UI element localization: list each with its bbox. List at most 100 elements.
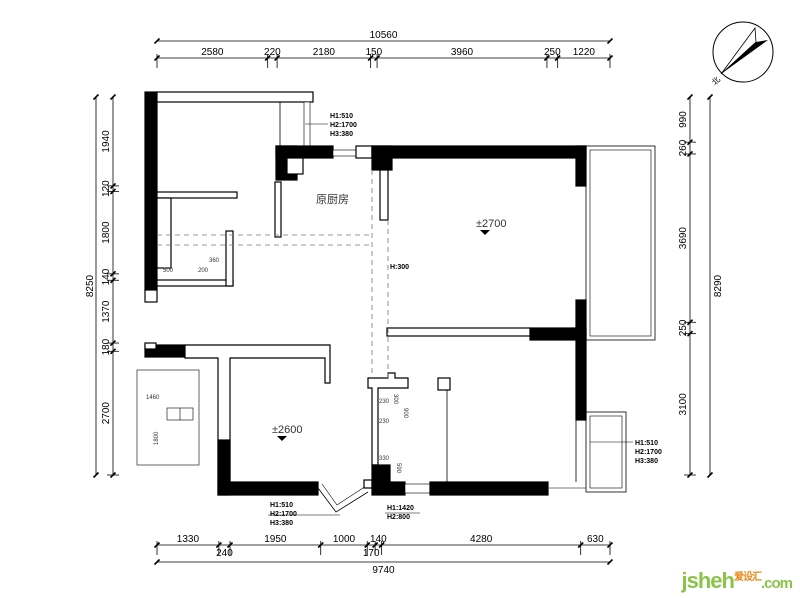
window-note: H2:1700 [270,511,297,518]
dimension-label: 2180 [313,47,336,58]
beam-lines [157,170,389,378]
dimension-label: 120 [101,180,112,197]
wall [575,299,587,421]
column [144,342,157,350]
dimension-label: 4280 [470,534,493,545]
dimension-labels: 2580 220 2180 150 3960 250 1220 10560 1330 240 195… [85,30,724,576]
dimension-label: 630 [587,534,604,545]
wall [144,91,158,291]
column [355,145,373,159]
window-note: H3:380 [330,131,353,138]
dimension-lines [92,37,714,566]
logo-cn: 爱设汇 [733,572,762,583]
compass-label: 北 [710,75,722,87]
small-dim: 590 [395,463,401,474]
wall [371,464,391,496]
total-dimension: 8290 [713,274,724,297]
wall [529,327,587,341]
wall [389,481,406,496]
dimension-label: 260 [678,139,689,156]
level-marker-icon [480,230,490,235]
wall [371,145,393,171]
dimension-label: 180 [101,338,112,355]
window-note: H3:380 [270,520,293,527]
window [404,483,431,494]
dimension-label: 1000 [333,534,356,545]
window-note: H3:380 [635,458,658,465]
room-label-kitchen: 原厨房 [316,193,349,206]
dimension-label: 150 [366,47,383,58]
balcony [585,411,627,493]
wall [371,145,587,159]
dimension-label: 3960 [451,47,474,58]
walls [136,91,656,513]
bay-window [317,487,369,513]
small-dim: 500 [163,268,174,274]
dimension-label: 250 [678,319,689,336]
total-dimension: 10560 [370,30,398,41]
logo-main: jsheh [681,568,735,593]
level-bedroom: ±2600 [272,424,303,436]
level-living: ±2700 [476,218,507,230]
window-note: H2:1700 [330,122,357,129]
bay-window [321,483,367,506]
level-marker-icon [277,436,287,441]
small-dim: 230 [379,419,390,425]
dimension-label: 1220 [573,47,596,58]
wall [156,197,172,269]
dimension-label: 240 [216,548,233,559]
dimension-label: 2580 [201,47,224,58]
wall [184,344,331,483]
wall [225,230,234,287]
window-notes: H1:510H2:1700H3:380H1:510H2:1700H3:380H1… [268,113,662,527]
total-dimension: 9740 [372,565,395,576]
balcony [585,145,656,341]
beam-note: H:300 [390,264,409,271]
dimension-label: 1950 [264,534,287,545]
dimension-label: 1370 [101,300,112,323]
wall [274,181,282,238]
total-dimension: 8250 [85,274,96,297]
wall [156,191,238,199]
small-dim: 1460 [146,395,160,401]
wall [386,327,531,337]
wall [429,481,549,496]
bed [136,369,200,466]
site-logo: jsheh爱设汇.com [681,568,793,594]
dimension-label: 2700 [101,402,112,425]
dimension-label: 140 [101,268,112,285]
wall [217,481,319,496]
dimension-label: 990 [678,111,689,128]
window-note: H1:510 [330,113,353,120]
small-dim: 300 [392,394,398,405]
small-dim: 230 [379,399,390,405]
column [363,479,373,489]
small-dim: 330 [379,456,390,462]
wall [379,169,389,221]
small-dim: 200 [198,268,209,274]
dimension-label: 1330 [177,534,200,545]
dimension-label: 140 [370,534,387,545]
small-dims: 500 200 360 1460 1800 230 300 900 230 33… [146,258,408,474]
north-compass-icon: 北 [710,21,774,87]
column [437,377,451,391]
small-dim: 1800 [154,431,160,445]
window-note: H2:1700 [635,449,662,456]
balcony-inner [589,149,652,337]
column [144,289,158,303]
dimension-label: 1800 [101,221,112,244]
logo-com: .com [760,575,793,592]
dimension-label: 170 [363,548,380,559]
small-dim: 360 [209,258,220,264]
small-dim: 900 [402,408,408,419]
window-note: H1:1420 [387,505,414,512]
wall [156,279,234,287]
wall [575,145,587,187]
dimension-label: 250 [544,47,561,58]
dimension-label: 3690 [678,227,689,250]
dimension-label: 220 [264,47,281,58]
shaft [286,157,304,175]
window-note: H2:800 [387,514,410,521]
